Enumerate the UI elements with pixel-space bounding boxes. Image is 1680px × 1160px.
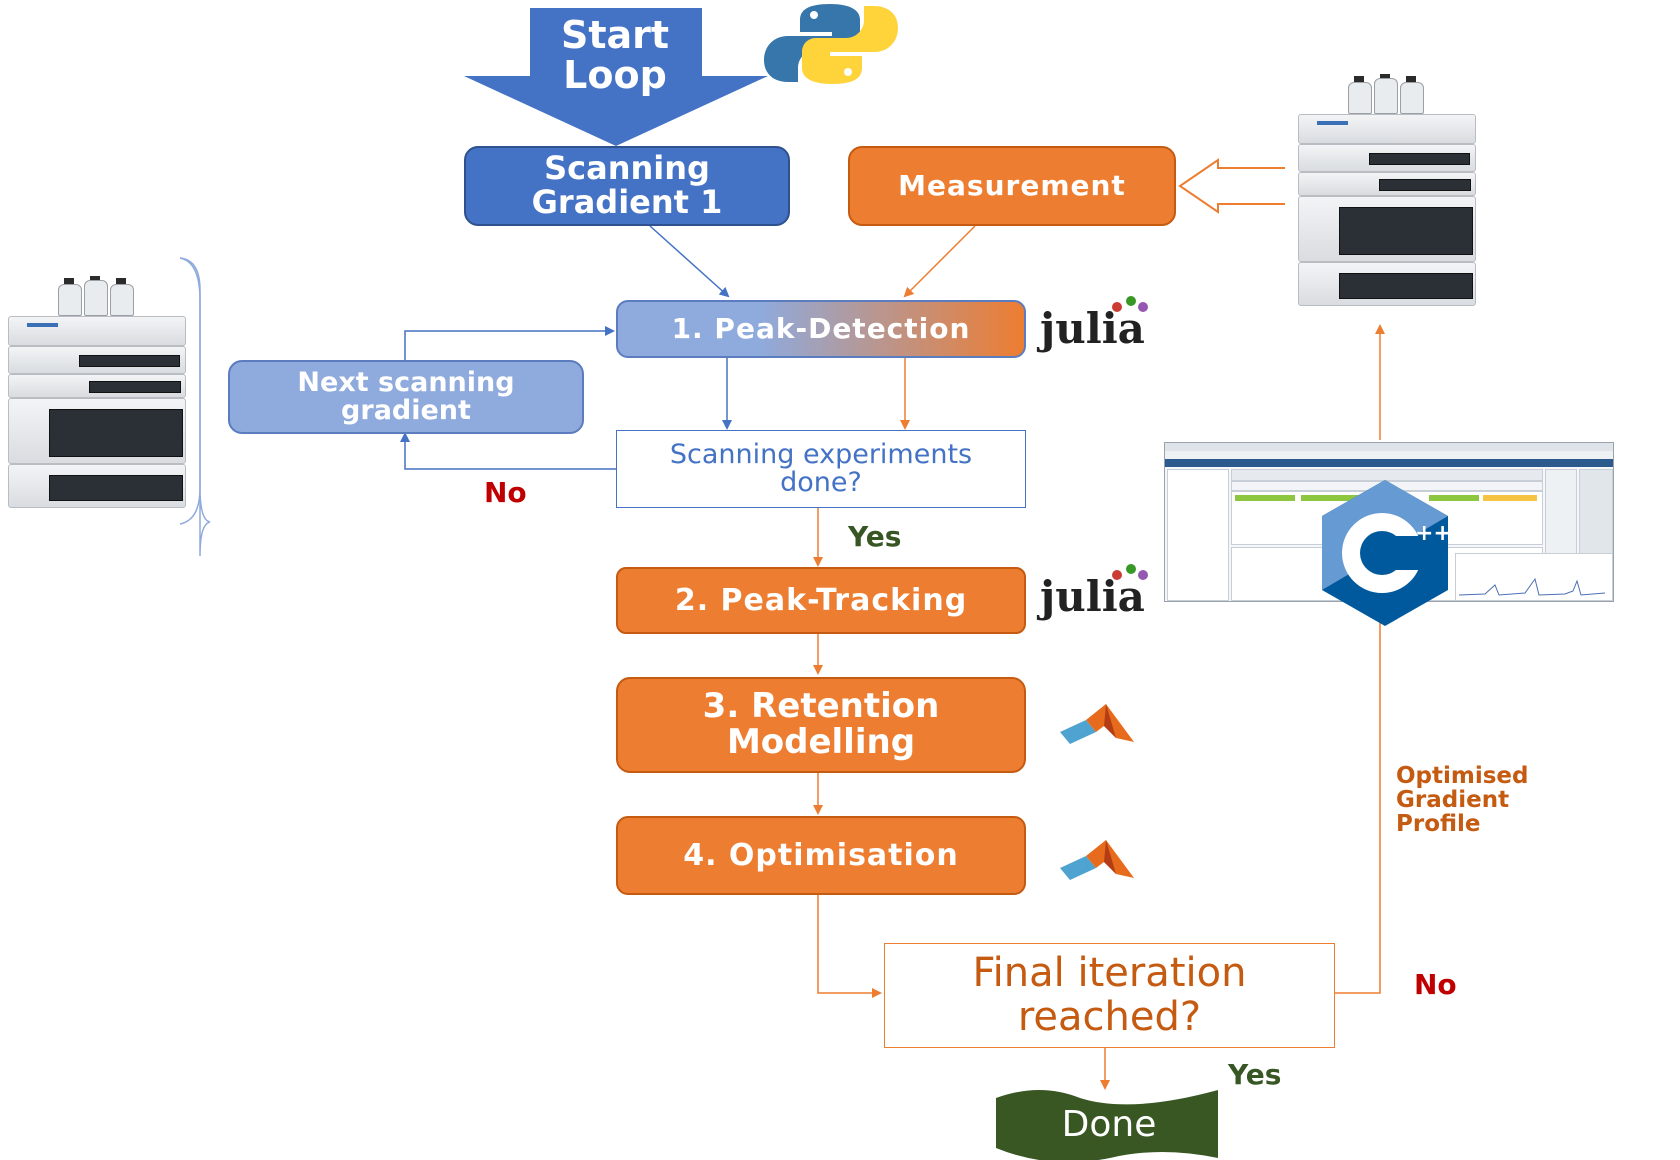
scanning-done-decision: Scanning experiments done? [616, 430, 1026, 508]
svg-text:++: ++ [1415, 521, 1452, 546]
final-iteration-decision: Final iteration reached? [884, 943, 1335, 1048]
julia-logo-1: julia [1040, 296, 1148, 353]
hplc-instrument-right [1298, 74, 1476, 306]
python-logo [764, 4, 898, 84]
julia-dot-green [1126, 564, 1136, 574]
julia-dot-red [1112, 570, 1122, 580]
arrow-scan1-to-peak [649, 225, 730, 298]
start-arrow [464, 8, 768, 146]
julia-dot-purple [1138, 570, 1148, 580]
julia-dot-red [1112, 302, 1122, 312]
arrow-measure-to-peak [903, 225, 976, 298]
peak-detection-box: 1. Peak-Detection [616, 300, 1026, 358]
arrow-final-to-software [1329, 599, 1385, 994]
optimised-gradient-profile-label: Optimised Gradient Profile [1396, 763, 1529, 838]
julia-dot-purple [1138, 302, 1148, 312]
julia-logo-2-text: julia [1040, 572, 1145, 621]
yes-label-final: Yes [1228, 1058, 1282, 1091]
julia-dot-green [1126, 296, 1136, 306]
done-label: Done [1061, 1104, 1157, 1145]
hplc-instrument-left [8, 276, 186, 508]
yes-label-scan: Yes [848, 520, 902, 553]
peak-tracking-box: 2. Peak-Tracking [616, 567, 1026, 634]
retention-modelling-box: 3. Retention Modelling [616, 677, 1026, 773]
start-loop-label: Start Loop [560, 13, 670, 97]
julia-logo-2: julia [1040, 564, 1148, 621]
cpp-logo: ++ [1322, 480, 1452, 626]
next-scanning-gradient-box: Next scanning gradient [228, 360, 584, 434]
optimisation-box: 4. Optimisation [616, 816, 1026, 895]
matlab-logo-2 [1060, 840, 1134, 880]
matlab-logo-1 [1060, 704, 1134, 744]
scanning-gradient-1-box: Scanning Gradient 1 [464, 146, 790, 226]
measurement-box: Measurement [848, 146, 1176, 226]
arrow-next-to-peak [404, 326, 615, 360]
no-label-right: No [1414, 968, 1457, 1001]
hollow-arrow-instrument-to-measurement [1178, 158, 1285, 214]
julia-logo-1-text: julia [1040, 304, 1145, 353]
done-flag-shape [996, 1090, 1218, 1160]
no-label-left: No [484, 476, 527, 509]
arrow-no-to-next [400, 432, 616, 470]
arrow-optim-to-final [817, 895, 882, 998]
brace-curve [179, 257, 201, 525]
chromatogram-trace [1458, 577, 1606, 596]
brace [179, 257, 211, 557]
